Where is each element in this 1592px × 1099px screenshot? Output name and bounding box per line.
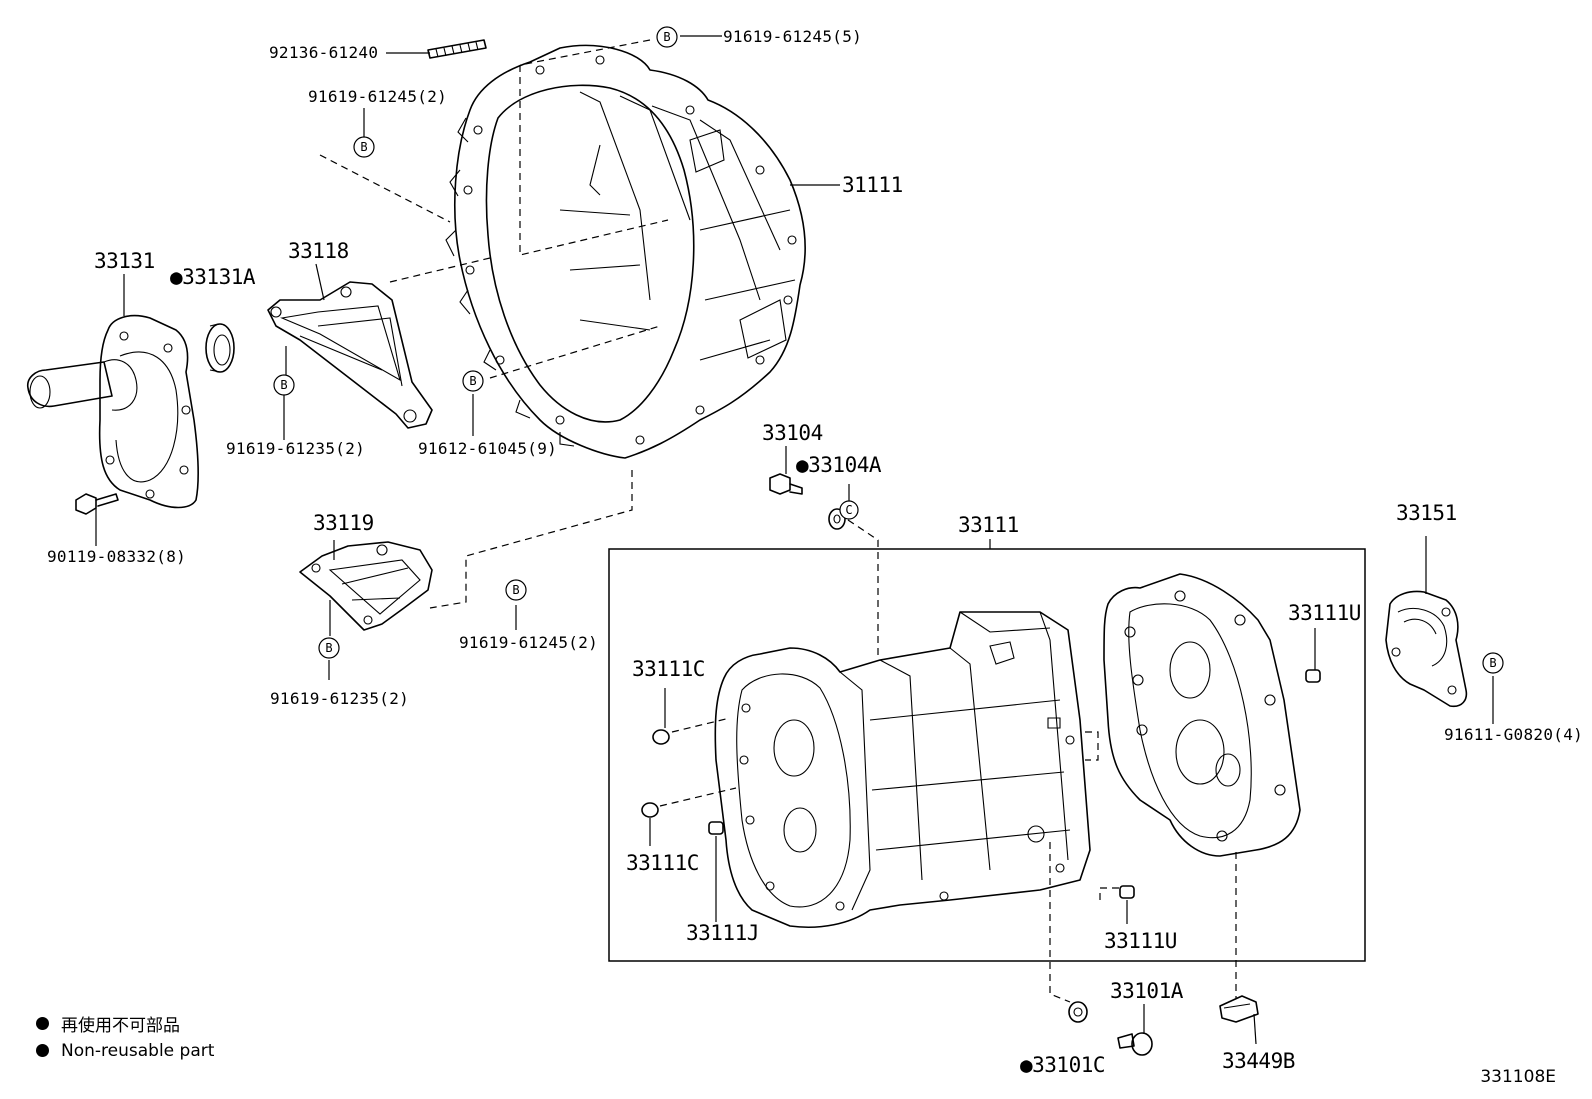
pin-33111J <box>708 821 724 835</box>
label-33101C: ●33101C <box>1020 1053 1105 1077</box>
marker-b-33118: B <box>273 374 295 396</box>
svg-text:B: B <box>280 378 287 392</box>
legend-row-en: Non-reusable part <box>36 1037 214 1064</box>
label-91619-61245-2-mid: 91619-61245(2) <box>459 633 598 652</box>
label-33449B: 33449B <box>1222 1049 1295 1073</box>
svg-text:C: C <box>845 503 852 517</box>
label-33111U-a: 33111U <box>1288 601 1361 625</box>
figure-code: 331108E <box>1480 1067 1556 1087</box>
bolt-90119-08332 <box>75 493 119 515</box>
oil-seal-33131A <box>205 323 235 373</box>
label-33104: 33104 <box>762 421 823 445</box>
label-31111: 31111 <box>842 173 903 197</box>
pin-33111U-lower <box>1119 885 1135 899</box>
marker-b-33119-lower: B <box>318 637 340 659</box>
svg-text:B: B <box>663 30 670 44</box>
label-33101A: 33101A <box>1110 979 1184 1003</box>
marker-b-33119: B <box>505 579 527 601</box>
legend: 再使用不可部品 Non-reusable part <box>36 1010 214 1064</box>
label-92136-61240: 92136-61240 <box>269 43 378 62</box>
label-33151: 33151 <box>1396 501 1457 525</box>
marker-b-91612: B <box>462 370 484 392</box>
label-91611-G0820-4: 91611-G0820(4) <box>1444 725 1583 744</box>
marker-b-left: B <box>353 136 375 158</box>
pin-33111C-lower <box>641 802 659 818</box>
rear-cover-33151 <box>1385 590 1468 708</box>
label-33111U-b: 33111U <box>1104 929 1177 953</box>
extension-plate <box>1103 573 1301 857</box>
label-90119-08332-8: 90119-08332(8) <box>47 547 186 566</box>
marker-c-33104A: C <box>839 500 859 520</box>
plug-33104 <box>769 473 803 495</box>
parts-group-box <box>608 548 1366 962</box>
label-33118: 33118 <box>288 239 349 263</box>
sensor-33449B <box>1219 995 1259 1023</box>
bullet-icon <box>36 1017 49 1030</box>
pin-33111U-upper <box>1305 669 1321 683</box>
label-33111C-b: 33111C <box>626 851 699 875</box>
legend-text-en: Non-reusable part <box>61 1040 215 1061</box>
marker-b-top: B <box>656 26 678 48</box>
svg-text:B: B <box>512 583 519 597</box>
clutch-housing-31111 <box>445 44 806 459</box>
label-33111: 33111 <box>958 513 1019 537</box>
bearing-retainer-33131 <box>26 314 199 509</box>
label-33104A: ●33104A <box>796 453 882 477</box>
label-91619-61245-5: 91619-61245(5) <box>723 27 862 46</box>
transmission-case-33111 <box>714 611 1091 929</box>
svg-text:B: B <box>469 374 476 388</box>
gasket-33101C <box>1068 1001 1088 1023</box>
label-33111C-a: 33111C <box>632 657 705 681</box>
marker-b-91611: B <box>1482 652 1504 674</box>
label-33111J: 33111J <box>686 921 759 945</box>
label-91619-61245-2-top: 91619-61245(2) <box>308 87 447 106</box>
bracket-33118 <box>267 281 433 429</box>
label-91612-61045-9: 91612-61045(9) <box>418 439 557 458</box>
svg-text:B: B <box>325 641 332 655</box>
legend-text-jp: 再使用不可部品 <box>61 1016 180 1036</box>
part-labels: 92136-61240 91619-61245(5) 91619-61245(2… <box>47 27 1583 1077</box>
svg-text:B: B <box>1489 656 1496 670</box>
legend-row-jp: 再使用不可部品 <box>36 1010 214 1037</box>
label-91619-61235-2-a: 91619-61235(2) <box>226 439 365 458</box>
pin-33111C-upper <box>652 729 670 745</box>
bracket-33119 <box>299 541 433 631</box>
label-33131: 33131 <box>94 249 155 273</box>
bullet-icon <box>36 1044 49 1057</box>
svg-text:B: B <box>360 140 367 154</box>
label-91619-61235-2-b: 91619-61235(2) <box>270 689 409 708</box>
stud-92136-61240 <box>427 39 487 59</box>
label-33131A: ●33131A <box>170 265 256 289</box>
label-33119: 33119 <box>313 511 374 535</box>
leader-lines <box>95 35 1494 1045</box>
assembly-lines <box>319 39 1237 1003</box>
gasket-33104A <box>828 508 846 530</box>
plug-33101A <box>1117 1032 1153 1056</box>
